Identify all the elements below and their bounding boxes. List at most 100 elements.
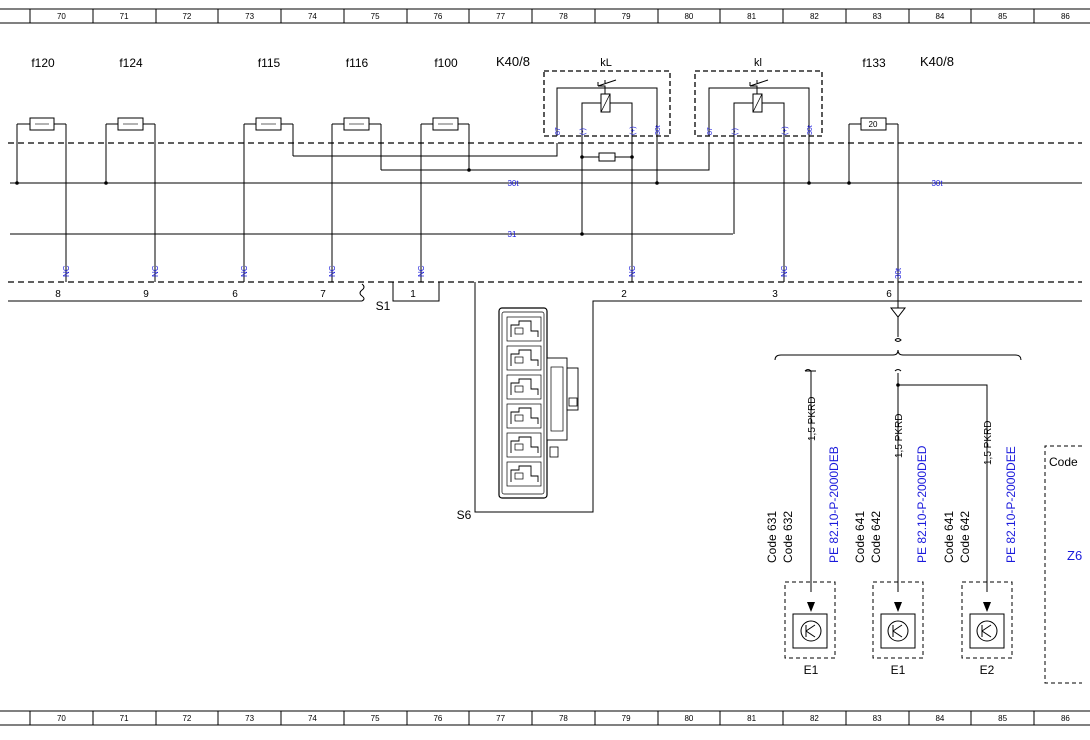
relay-terminal: (+) (630, 126, 637, 135)
consumer-branch (774, 307, 1022, 592)
s1-label: S1 (376, 299, 391, 313)
wire-label: 1,5 PKRD (807, 397, 818, 441)
consumer-code-a: Code 641 (853, 511, 867, 563)
s6-rocker-contact (514, 472, 524, 480)
fuse-f116: f116 NC 7 (320, 56, 382, 300)
s6-rocker (506, 432, 542, 458)
grid-column-number: 71 (120, 714, 129, 723)
grid-column-number: 76 (433, 714, 442, 723)
fuse-pin: 9 (143, 289, 149, 300)
grid-column-number: 75 (371, 12, 380, 21)
consumer-label: E2 (980, 663, 995, 677)
fuse-pin: 6 (886, 289, 892, 300)
relay-terminal: 87 (707, 127, 714, 135)
s6-rocker (506, 374, 542, 400)
s6-rocker-contact (514, 414, 524, 422)
grid-column-number: 73 (245, 12, 254, 21)
grid-column-number: 82 (810, 714, 819, 723)
grid-column-number: 72 (182, 714, 191, 723)
fuse-f115: f115 NC 6 (232, 56, 294, 300)
fuse-nc-tag: NC (62, 265, 71, 277)
fuse-nc-tag: NC (417, 265, 426, 277)
grid-column-number: 74 (308, 714, 317, 723)
s6-rocker-profile (510, 320, 539, 337)
relay-terminal: 30t (807, 125, 814, 135)
grid-column-number: 84 (935, 714, 944, 723)
switch-s6: S6 (457, 282, 1082, 522)
grid-column-number: 83 (873, 714, 882, 723)
s6-label: S6 (457, 508, 472, 522)
side-box-partial: Code Z6 (1044, 445, 1082, 684)
relay-terminal: (+) (782, 126, 789, 135)
consumer-code-a: Code 631 (765, 511, 779, 563)
consumer-e2: Code 641 Code 642 PE 82.10-P-2000DEE E2 (942, 446, 1018, 677)
grid-column-number: 78 (559, 714, 568, 723)
consumer-code-b: Code 632 (781, 511, 795, 563)
supply-line-30t: 30t 30t (10, 179, 1082, 188)
grid-column-number: 85 (998, 12, 1007, 21)
grid-column-number: 71 (120, 12, 129, 21)
fuse-nc-tag: NC (240, 265, 249, 277)
module-label-left: K40/8 (496, 54, 530, 69)
fuse-nc-tag: NC (151, 265, 160, 277)
fuse-label: f115 (258, 56, 281, 70)
fuse-pin: 8 (55, 289, 61, 300)
grid-column-number: 86 (1061, 12, 1070, 21)
relay-label: kL (600, 57, 612, 69)
grid-column-number: 70 (57, 714, 66, 723)
s6-rocker-profile (510, 407, 539, 424)
module-label-right: K40/8 (920, 54, 954, 69)
fuse-f124: f124 NC 9 (104, 56, 160, 300)
s6-rocker-contact (514, 356, 524, 364)
relay-terminal: (-) (580, 128, 587, 135)
wire-label: 1,5 PKRD (894, 414, 905, 458)
consumer-label: E1 (804, 663, 819, 677)
grid-column-number: 73 (245, 714, 254, 723)
relay-terminal: (-) (732, 128, 739, 135)
wire-label: 1,5 PKRD (983, 421, 994, 465)
grid-column-number: 75 (371, 714, 380, 723)
fuse-relay-links (293, 143, 710, 171)
grid-column-number: 79 (622, 12, 631, 21)
ground-line-31: 31 (10, 230, 733, 239)
s6-rocker-profile (510, 349, 539, 366)
s6-rocker-profile (510, 465, 539, 482)
fuse-pin: 7 (320, 289, 326, 300)
consumer-label: E1 (891, 663, 906, 677)
fuse-label: f124 (119, 56, 143, 70)
grid-column-number: 86 (1061, 714, 1070, 723)
consumer-ref: PE 82.10-P-2000DED (915, 445, 929, 563)
grid-column-number: 84 (935, 12, 944, 21)
s6-rocker (506, 403, 542, 429)
s6-rocker (506, 345, 542, 371)
grid-column-number: 78 (559, 12, 568, 21)
grid-column-number: 77 (496, 12, 505, 21)
grid-column-number: 79 (622, 714, 631, 723)
fuse-f133: f133 20 30t 6 (847, 56, 903, 308)
consumer-ref: PE 82.10-P-2000DEE (1004, 446, 1018, 563)
grid-column-number: 76 (433, 12, 442, 21)
s6-rocker-profile (510, 436, 539, 453)
consumer-code-b: Code 642 (869, 511, 883, 563)
relay-pin: 3 (772, 289, 778, 300)
s6-rocker (506, 461, 542, 487)
grid-column-number: 80 (684, 12, 693, 21)
side-box-partial-label: Z6 (1067, 548, 1082, 563)
s6-rocker-contact (514, 327, 524, 335)
connector-s1: 1 S1 (8, 282, 440, 313)
fuse-f120: f120 NC 8 (15, 56, 71, 300)
consumer-ref: PE 82.10-P-2000DEB (827, 446, 841, 563)
fuse-label: f116 (346, 56, 369, 70)
grid-column-number: 83 (873, 12, 882, 21)
s6-rocker-contact (514, 443, 524, 451)
s6-rocker-contact (514, 385, 524, 393)
fuse-nc-tag: NC (328, 265, 337, 277)
fuse-label: f100 (434, 56, 458, 70)
grid-column-number: 80 (684, 714, 693, 723)
grid-column-number: 82 (810, 12, 819, 21)
s6-rocker (506, 316, 542, 342)
